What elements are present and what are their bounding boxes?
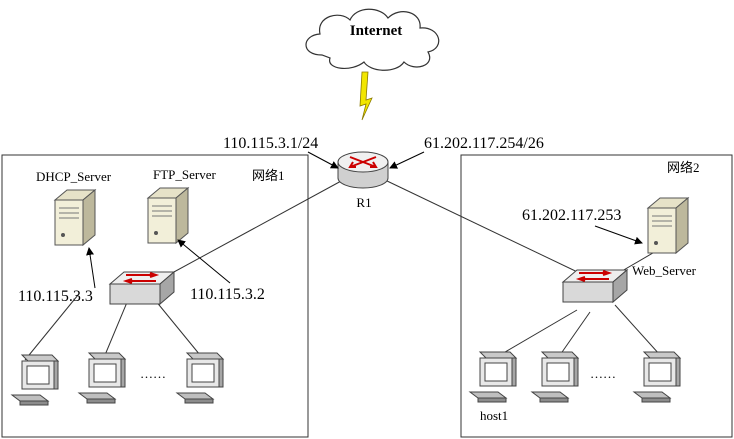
network1-ellipsis: …… xyxy=(140,366,166,381)
switch2-icon xyxy=(562,269,628,303)
internet-label: Internet xyxy=(350,23,403,39)
network1-label: 网络1 xyxy=(252,168,285,183)
link-switch1-router xyxy=(149,179,344,286)
ftp-ip-arrow xyxy=(177,239,231,284)
dhcp-server-ip: 110.115.3.3 xyxy=(18,288,93,305)
ftp-server-icon xyxy=(147,187,189,244)
lightning-icon xyxy=(359,71,373,121)
web-server-name: Web_Server xyxy=(632,263,697,278)
web-ip-arrow xyxy=(594,225,643,245)
network1-box xyxy=(1,154,309,438)
link-sw1-pc1 xyxy=(24,294,79,361)
link-router-switch2 xyxy=(384,179,591,279)
dhcp-ip-arrow xyxy=(86,247,96,289)
router-left-ip: 110.115.3.1/24 xyxy=(223,135,318,152)
links xyxy=(24,179,661,361)
link-sw1-pc2 xyxy=(104,299,129,356)
router-left-ip-arrow xyxy=(307,151,339,169)
router-name: R1 xyxy=(356,195,371,210)
network2-ellipsis: …… xyxy=(590,366,616,381)
network2-box xyxy=(460,154,733,438)
network1-pc-icon xyxy=(78,352,126,404)
network1-pc-icon xyxy=(11,354,59,406)
host1-name: host1 xyxy=(480,408,508,423)
web-server-icon xyxy=(647,197,689,254)
router-right-ip: 61.202.117.254/26 xyxy=(424,135,544,152)
network2-label: 网络2 xyxy=(667,160,700,175)
host1-icon xyxy=(469,351,517,403)
dhcp-server-name: DHCP_Server xyxy=(36,169,112,184)
ftp-server-ip: 110.115.3.2 xyxy=(190,286,265,303)
switch1-icon xyxy=(109,271,175,305)
link-sw1-pc3 xyxy=(154,299,201,356)
router-right-ip-arrow xyxy=(389,151,425,169)
link-sw2-pc3 xyxy=(614,304,661,356)
web-server-ip: 61.202.117.253 xyxy=(522,207,621,224)
network2-pc-icon xyxy=(633,351,681,403)
dhcp-server-icon xyxy=(54,189,96,246)
network1-pc-icon xyxy=(176,352,224,404)
link-sw2-host1 xyxy=(499,309,578,356)
ftp-server-name: FTP_Server xyxy=(153,167,217,182)
router-icon xyxy=(337,151,389,189)
network2-pc-icon xyxy=(531,351,579,403)
internet-cloud-icon xyxy=(305,8,440,71)
link-sw2-pc2 xyxy=(559,311,591,356)
